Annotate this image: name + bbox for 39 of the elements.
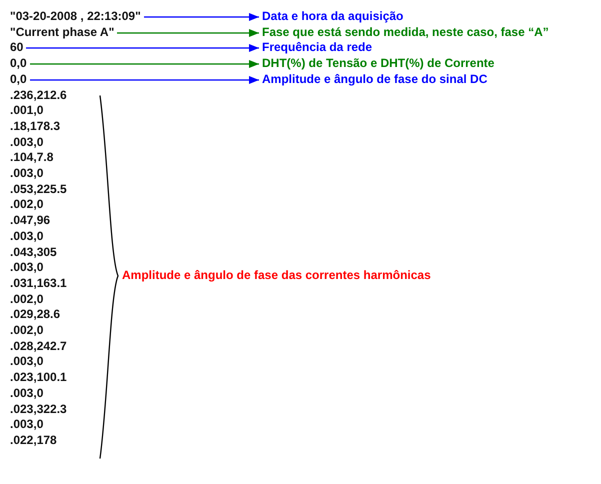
data-value: .043,305	[10, 244, 57, 260]
arrow	[144, 13, 259, 21]
data-value: .001,0	[10, 103, 44, 119]
data-value: .028,242.7	[10, 338, 67, 354]
data-value: 0,0	[10, 72, 27, 88]
data-value: .023,100.1	[10, 370, 67, 386]
data-value: .002,0	[10, 197, 44, 214]
description-text: Data e hora da aquisição	[262, 9, 404, 25]
data-value: .022,178	[10, 432, 57, 449]
data-value: .047,96	[10, 213, 50, 229]
data-value: 0,0	[10, 56, 27, 72]
data-value: .003,0	[10, 354, 44, 370]
data-value: .002,0	[10, 292, 44, 308]
description-text: Amplitude e ângulo de fase do sinal DC	[262, 72, 488, 88]
description-text: Frequência da rede	[262, 40, 372, 56]
data-value: .18,178.3	[10, 118, 60, 135]
arrow	[117, 29, 259, 37]
arrow	[26, 44, 259, 52]
data-value: .031,163.1	[10, 276, 67, 292]
data-value: .003,0	[10, 417, 44, 433]
data-value: 60	[10, 40, 24, 56]
data-value: "03-20-2008 , 22:13:09"	[10, 9, 141, 25]
data-value: .003,0	[10, 386, 44, 402]
data-value: .002,0	[10, 323, 44, 339]
data-value: "Current phase A"	[10, 24, 114, 40]
data-value: .003,0	[10, 228, 44, 244]
data-value: .236,212.6	[10, 88, 67, 104]
data-value: .053,225.5	[10, 182, 67, 198]
data-value: .003,0	[10, 134, 44, 150]
description-text: Fase que está sendo medida, neste caso, fase “A”	[262, 24, 549, 40]
description-text: DHT(%) de Tensão e DHT(%) de Corrente	[262, 56, 494, 72]
data-value: .029,28.6	[10, 307, 60, 323]
data-value: .023,322.3	[10, 402, 67, 418]
data-value: .003,0	[10, 166, 44, 182]
arrow	[30, 76, 259, 84]
data-value: .003,0	[10, 260, 44, 276]
arrow	[30, 60, 259, 68]
brace-label: Amplitude e ângulo de fase das correntes harmônicas	[122, 268, 431, 284]
data-value: .104,7.8	[10, 150, 54, 166]
